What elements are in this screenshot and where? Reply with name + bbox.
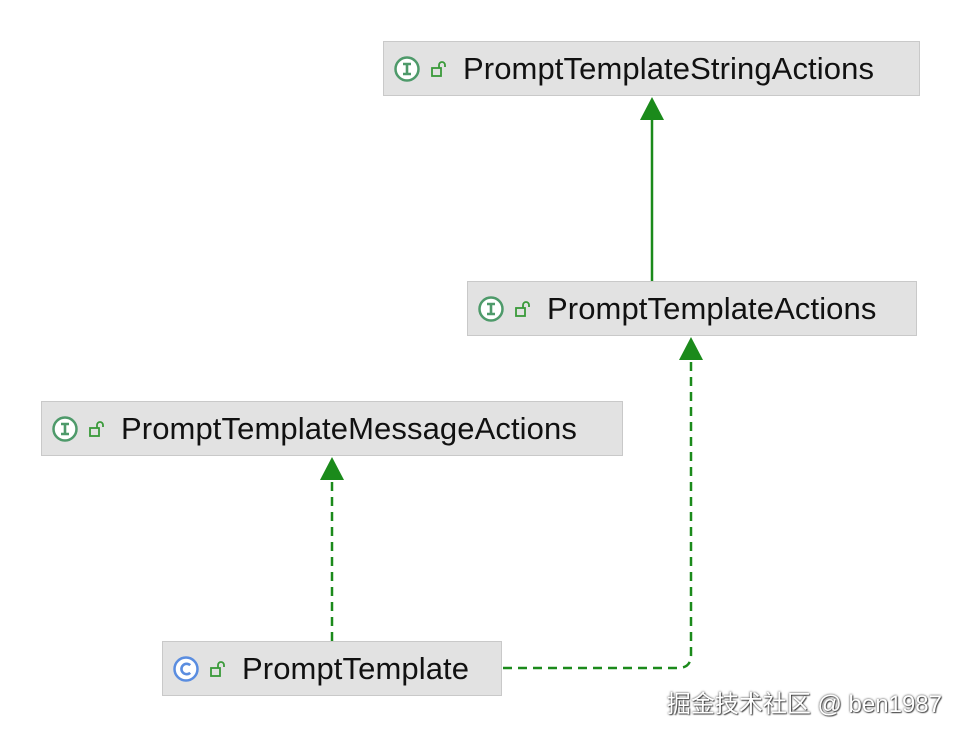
watermark: 掘金技术社区 @ ben1987 (666, 691, 942, 718)
interface-icon (51, 415, 79, 443)
node-label: PromptTemplate (242, 650, 470, 686)
open-lock-icon (87, 419, 107, 439)
interface-icon (393, 55, 421, 83)
edge-template-to-actions (503, 358, 693, 670)
node-label: PromptTemplateStringActions (463, 50, 875, 86)
open-lock-icon (429, 59, 449, 79)
node-prompt-template-message-actions[interactable]: PromptTemplateMessageActions (41, 401, 623, 456)
node-prompt-template[interactable]: PromptTemplate (162, 641, 502, 696)
arrowhead-string (640, 97, 664, 120)
node-prompt-template-actions[interactable]: PromptTemplateActions (467, 281, 917, 336)
arrowhead-message (320, 457, 344, 480)
open-lock-icon (208, 659, 228, 679)
node-prompt-template-string-actions[interactable]: PromptTemplateStringActions (383, 41, 920, 96)
interface-icon (477, 295, 505, 323)
class-icon (172, 655, 200, 683)
open-lock-icon (513, 299, 533, 319)
arrowhead-actions (679, 337, 703, 360)
node-label: PromptTemplateMessageActions (121, 410, 577, 446)
node-label: PromptTemplateActions (547, 290, 877, 326)
